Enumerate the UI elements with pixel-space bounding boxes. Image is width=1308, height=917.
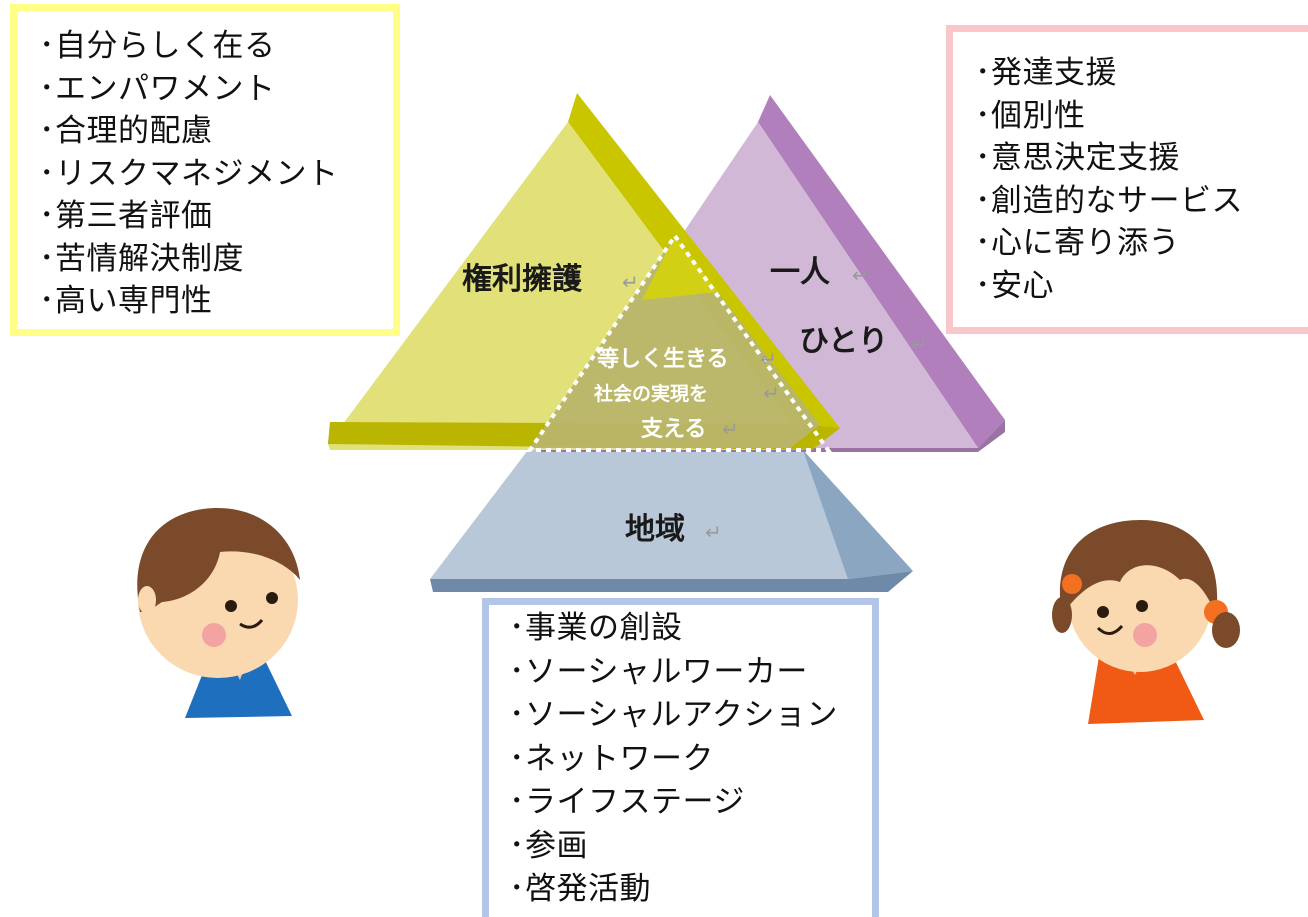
list-item: エンパワメント xyxy=(39,68,393,111)
individual-list-box: 発達支援 個別性 意思決定支援 創造的なサービス 心に寄り添う 安心 xyxy=(946,25,1308,334)
paragraph-mark-icon: ↵ xyxy=(705,520,722,544)
list-item: ネットワーク xyxy=(509,738,872,782)
community-triangle xyxy=(430,450,913,592)
list-item: 安心 xyxy=(975,265,1308,308)
overlap-upper xyxy=(642,236,718,300)
boy-illustration xyxy=(137,508,300,718)
list-item: ライフステージ xyxy=(509,781,872,825)
center-line-1: 等しく生きる xyxy=(597,346,729,372)
list-item: 発達支援 xyxy=(975,52,1308,95)
list-item: 苦情解決制度 xyxy=(39,238,393,281)
label-community: 地域 xyxy=(625,512,685,547)
girl-illustration xyxy=(1052,520,1240,724)
community-list-box: 事業の創設 ソーシャルワーカー ソーシャルアクション ネットワーク ライフステー… xyxy=(482,598,879,917)
list-item: 事業の創設 xyxy=(509,607,872,651)
intersection-dotted-outline xyxy=(526,234,832,452)
list-item: 啓発活動 xyxy=(509,868,872,912)
list-item: 心に寄り添う xyxy=(975,222,1308,265)
paragraph-mark-icon: ↵ xyxy=(722,417,739,441)
rights-list-box: 自分らしく在る エンパワメント 合理的配慮 リスクマネジメント 第三者評価 苦情… xyxy=(10,4,400,336)
paragraph-mark-icon: ↵ xyxy=(760,347,777,371)
list-item: ソーシャルワーカー xyxy=(509,651,872,695)
list-item: 自分らしく在る xyxy=(39,25,393,68)
community-list: 事業の創設 ソーシャルワーカー ソーシャルアクション ネットワーク ライフステー… xyxy=(509,607,872,912)
list-item: 創造的なサービス xyxy=(975,180,1308,223)
paragraph-mark-icon: ↵ xyxy=(911,332,928,356)
paragraph-mark-icon: ↵ xyxy=(763,381,780,405)
overlap-region xyxy=(530,236,820,448)
label-individual-2: ひとり xyxy=(799,324,888,359)
list-item: 第三者評価 xyxy=(39,195,393,238)
center-line-3: 支える xyxy=(641,417,706,442)
list-item: リスクマネジメント xyxy=(39,153,393,196)
individual-list: 発達支援 個別性 意思決定支援 創造的なサービス 心に寄り添う 安心 xyxy=(975,52,1308,307)
list-item: 個別性 xyxy=(975,95,1308,138)
paragraph-mark-icon: ↵ xyxy=(852,263,869,287)
label-individual-1: 一人 xyxy=(770,255,830,290)
paragraph-mark-icon: ↵ xyxy=(622,270,639,294)
list-item: 合理的配慮 xyxy=(39,110,393,153)
list-item: 高い専門性 xyxy=(39,280,393,323)
list-item: 参画 xyxy=(509,825,872,869)
label-rights: 権利擁護 xyxy=(462,262,583,297)
list-item: 意思決定支援 xyxy=(975,137,1308,180)
list-item: ソーシャルアクション xyxy=(509,694,872,738)
center-line-2: 社会の実現を xyxy=(593,382,708,405)
rights-list: 自分らしく在る エンパワメント 合理的配慮 リスクマネジメント 第三者評価 苦情… xyxy=(39,25,393,323)
